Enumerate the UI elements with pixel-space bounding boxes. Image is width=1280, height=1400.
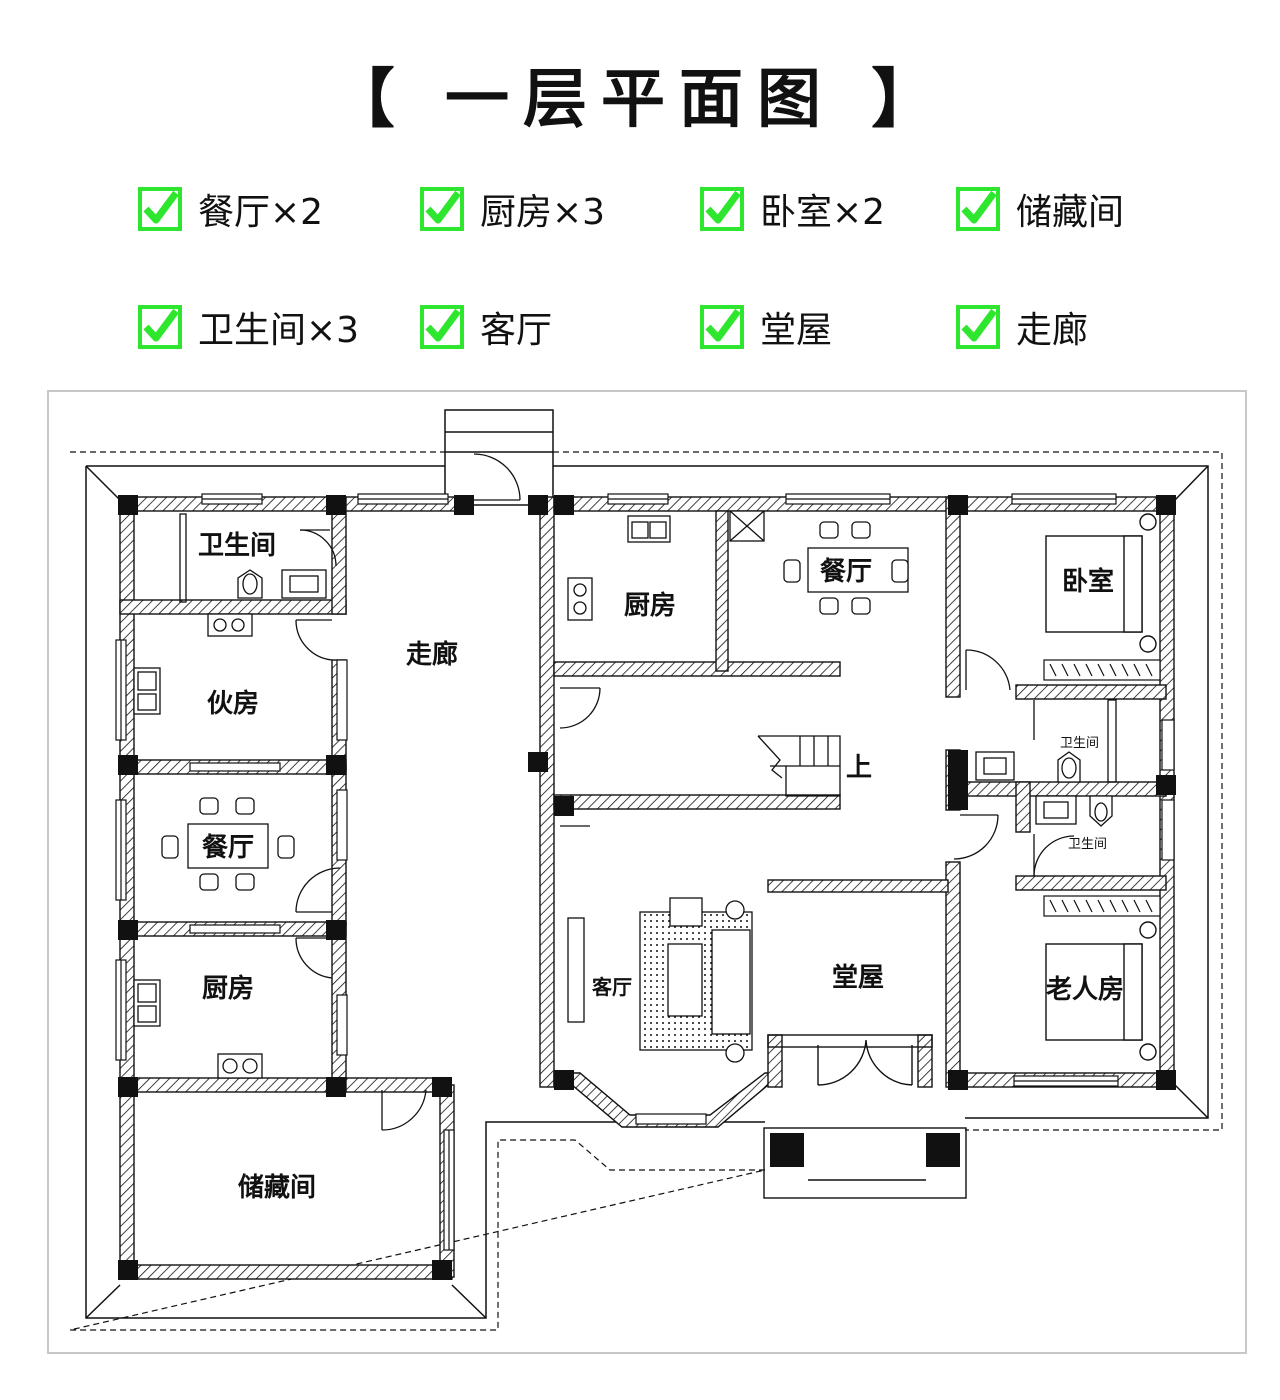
feature-storage: 储藏间 <box>956 184 1124 234</box>
room-label-kitchen-right: 厨房 <box>624 591 676 621</box>
staircase <box>757 735 841 797</box>
room-label-bedroom: 卧室 <box>1062 566 1114 597</box>
feature-bedroom: 卧室×2 <box>700 184 885 234</box>
site-outline <box>69 451 1223 1331</box>
feature-label: 餐厅×2 <box>198 192 324 233</box>
feature-corridor: 走廊 <box>956 302 1088 352</box>
feature-label: 储藏间 <box>1016 192 1125 233</box>
dining-table-left <box>161 797 295 891</box>
room-labels: 卫生间 走廊 伙房 餐厅 厨房 储藏间 厨房 餐厅 卧室 卫生间 卫生间 上 客… <box>198 531 1124 1203</box>
eaves-outline <box>85 465 1209 1319</box>
room-label-hall: 堂屋 <box>832 963 884 993</box>
feature-label: 厨房×3 <box>480 192 606 233</box>
doors <box>295 453 1075 1131</box>
feature-hall: 堂屋 <box>700 302 832 352</box>
feature-bathroom: 卫生间×3 <box>138 302 359 352</box>
checkbox-checked-icon <box>956 305 1000 349</box>
checkbox-checked-icon <box>138 305 182 349</box>
room-label-corridor: 走廊 <box>406 639 458 670</box>
room-label-dining-right: 餐厅 <box>820 557 872 587</box>
checkbox-checked-icon <box>420 187 464 231</box>
feature-label: 卧室×2 <box>760 192 886 233</box>
feature-label: 客厅 <box>480 310 553 351</box>
checkbox-checked-icon <box>138 187 182 231</box>
windows <box>115 493 1175 1251</box>
checkbox-checked-icon <box>956 187 1000 231</box>
room-label-kitchen-left: 厨房 <box>202 974 254 1004</box>
wardrobes <box>1043 659 1161 917</box>
room-label-living: 客厅 <box>591 975 632 999</box>
feature-kitchen: 厨房×3 <box>420 184 605 234</box>
room-label-dining-left: 餐厅 <box>202 833 254 863</box>
feature-label: 走廊 <box>1016 310 1089 351</box>
checkbox-checked-icon <box>700 187 744 231</box>
room-label-stairs-up: 上 <box>846 753 872 783</box>
columns <box>118 495 1176 1280</box>
room-label-canteen: 伙房 <box>207 689 259 719</box>
floor-plan-frame <box>47 390 1247 1354</box>
fixtures <box>133 510 1117 1079</box>
room-label-elder-room: 老人房 <box>1046 975 1124 1005</box>
feature-label: 卫生间×3 <box>198 310 360 351</box>
beds <box>1045 513 1157 1061</box>
checkbox-checked-icon <box>700 305 744 349</box>
room-label-bath-right-upper: 卫生间 <box>1060 736 1099 751</box>
front-porch <box>763 1039 967 1199</box>
feature-label: 堂屋 <box>760 310 833 351</box>
entrance-porch <box>444 409 554 506</box>
room-label-bath-left: 卫生间 <box>198 531 276 561</box>
page-title: 【 一层平面图 】 <box>330 63 950 137</box>
dining-table-right <box>783 521 909 615</box>
feature-dining: 餐厅×2 <box>138 184 323 234</box>
living-room-furniture <box>567 897 753 1063</box>
checkbox-checked-icon <box>420 305 464 349</box>
feature-living: 客厅 <box>420 302 552 352</box>
room-label-bath-right-lower: 卫生间 <box>1068 837 1107 852</box>
room-label-storage: 储藏间 <box>238 1172 316 1203</box>
